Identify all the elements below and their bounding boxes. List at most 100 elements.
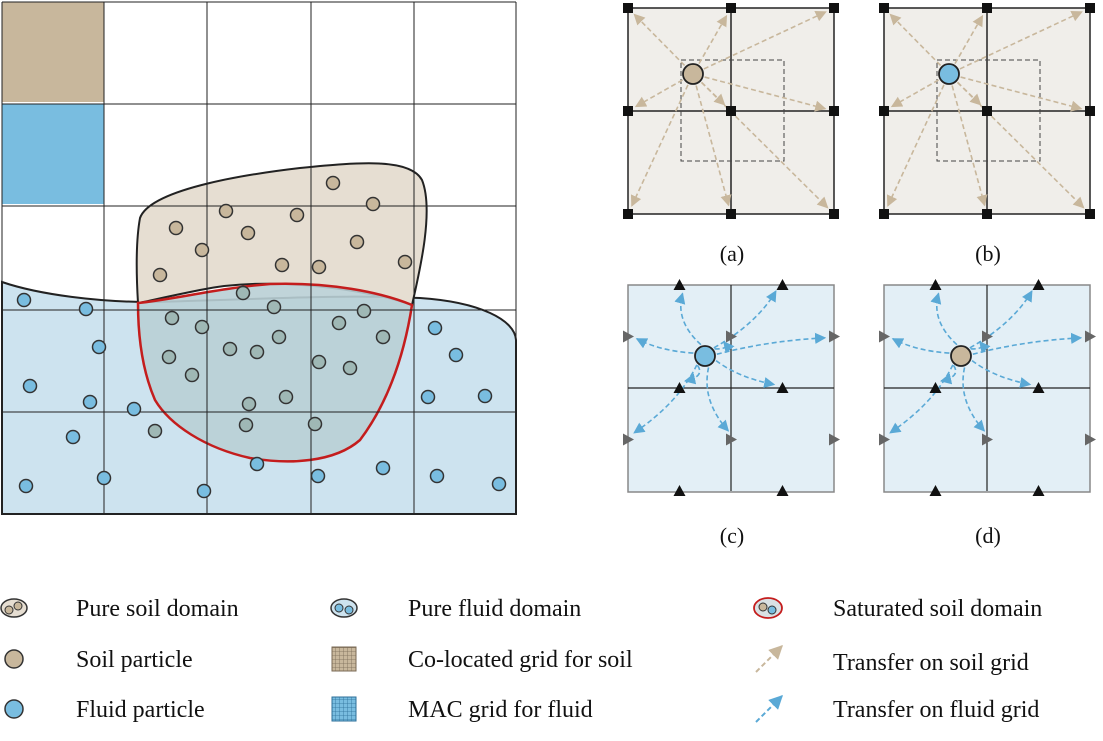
fluid-particle xyxy=(147,423,163,439)
transfer-arrow xyxy=(951,85,988,207)
panel-c-label: (c) xyxy=(720,523,744,548)
mac-face-node-vertical xyxy=(673,485,686,496)
grid-node xyxy=(829,209,839,219)
fluid-particle xyxy=(375,460,391,476)
transfer-arrow xyxy=(714,341,735,354)
soil-particle xyxy=(682,63,704,85)
transfer-arrow xyxy=(889,13,942,67)
fluid-particle xyxy=(491,476,507,492)
fluid-particle xyxy=(310,468,326,484)
transfer-arrow xyxy=(633,364,698,434)
pure-soil-domain-icon xyxy=(0,598,28,618)
transfer-arrow xyxy=(703,11,827,70)
fluid-particle xyxy=(266,299,282,315)
fluid-particle xyxy=(194,319,210,335)
soil-cell-swatch xyxy=(2,2,104,102)
grid-node xyxy=(982,209,992,219)
transfer-arrow xyxy=(954,14,984,64)
panel-b-label: (b) xyxy=(975,241,1001,266)
fluid-particle xyxy=(307,416,323,432)
fluid-cell-swatch xyxy=(2,104,104,204)
transfer-arrow xyxy=(960,76,1083,112)
grid-node xyxy=(982,3,992,13)
fluid-particle xyxy=(311,354,327,370)
soil-particle xyxy=(218,203,234,219)
soil-particle xyxy=(194,242,210,258)
fluid-particle xyxy=(238,417,254,433)
fluid-particle xyxy=(96,470,112,486)
mac-face-node-vertical xyxy=(1032,382,1045,393)
fluid-particle xyxy=(22,378,38,394)
transfer-arrow xyxy=(698,14,728,64)
mac-face-node-horizontal xyxy=(879,433,890,446)
transfer-arrow xyxy=(970,341,991,354)
soil-particle xyxy=(289,207,305,223)
mac-face-node-horizontal xyxy=(829,330,840,343)
transfer-arrow xyxy=(971,359,1032,389)
grid-node xyxy=(879,3,889,13)
fluid-particle xyxy=(16,292,32,308)
soil-transfer-arrow-icon xyxy=(755,645,783,673)
transfer-arrow xyxy=(890,79,939,108)
fluid-particle xyxy=(694,345,716,367)
fluid-particle-icon xyxy=(4,699,24,719)
transfer-arrow xyxy=(634,79,683,108)
fluid-particle xyxy=(331,315,347,331)
soil-particle xyxy=(311,259,327,275)
transfer-arrow xyxy=(706,367,730,432)
soil-particle xyxy=(365,196,381,212)
fluid-particle xyxy=(126,401,142,417)
transfer-arrow xyxy=(956,81,1085,209)
fluid-particle xyxy=(477,388,493,404)
legend-fluid-particle: Fluid particle xyxy=(76,697,205,723)
mac-face-node-horizontal xyxy=(1085,330,1096,343)
panel-b xyxy=(879,3,1095,219)
fluid-particle xyxy=(161,349,177,365)
mac-face-node-horizontal xyxy=(726,433,737,446)
fluid-particle xyxy=(420,389,436,405)
fluid-particle xyxy=(278,389,294,405)
mac-face-node-vertical xyxy=(776,485,789,496)
fluid-particle xyxy=(78,301,94,317)
legend-saturated-soil-domain: Saturated soil domain xyxy=(833,596,1042,622)
soil-particle xyxy=(349,234,365,250)
legend-transfer-fluid-grid: Transfer on fluid grid xyxy=(833,697,1039,723)
saturated-soil-domain-icon xyxy=(753,597,783,619)
fluid-particle xyxy=(448,347,464,363)
fluid-particle xyxy=(164,310,180,326)
transfer-arrow xyxy=(630,84,689,207)
mac-face-node-horizontal xyxy=(982,330,993,343)
transfer-arrow xyxy=(959,11,1083,70)
transfer-arrow xyxy=(633,13,686,67)
transfer-arrow xyxy=(713,290,777,349)
mac-face-node-vertical xyxy=(1032,279,1045,290)
legend-transfer-soil-grid: Transfer on soil grid xyxy=(833,650,1029,676)
fluid-particle xyxy=(18,478,34,494)
soil-particle xyxy=(274,257,290,273)
transfer-arrow xyxy=(969,290,1033,349)
grid-node xyxy=(879,106,889,116)
main-particles xyxy=(16,175,507,499)
kernel-support-box xyxy=(936,59,1041,162)
mac-face-node-vertical xyxy=(776,279,789,290)
grid-node xyxy=(1085,3,1095,13)
soil-particle xyxy=(168,220,184,236)
transfer-arrow xyxy=(715,359,776,389)
fluid-particle xyxy=(342,360,358,376)
grid-node xyxy=(726,106,736,116)
legend-pure-fluid-domain: Pure fluid domain xyxy=(408,596,581,622)
transfer-arrow xyxy=(684,364,701,385)
pure-fluid-domain-icon xyxy=(330,598,358,618)
grid-node xyxy=(623,209,633,219)
soil-particle xyxy=(325,175,341,191)
grid-node xyxy=(879,209,889,219)
transfer-arrow xyxy=(889,364,954,434)
fluid-particle xyxy=(429,468,445,484)
fluid-particle xyxy=(82,394,98,410)
mac-face-node-horizontal xyxy=(726,330,737,343)
mac-face-node-vertical xyxy=(673,279,686,290)
transfer-arrow xyxy=(704,76,827,112)
mac-face-node-vertical xyxy=(929,279,942,290)
panel-d-label: (d) xyxy=(975,523,1001,548)
